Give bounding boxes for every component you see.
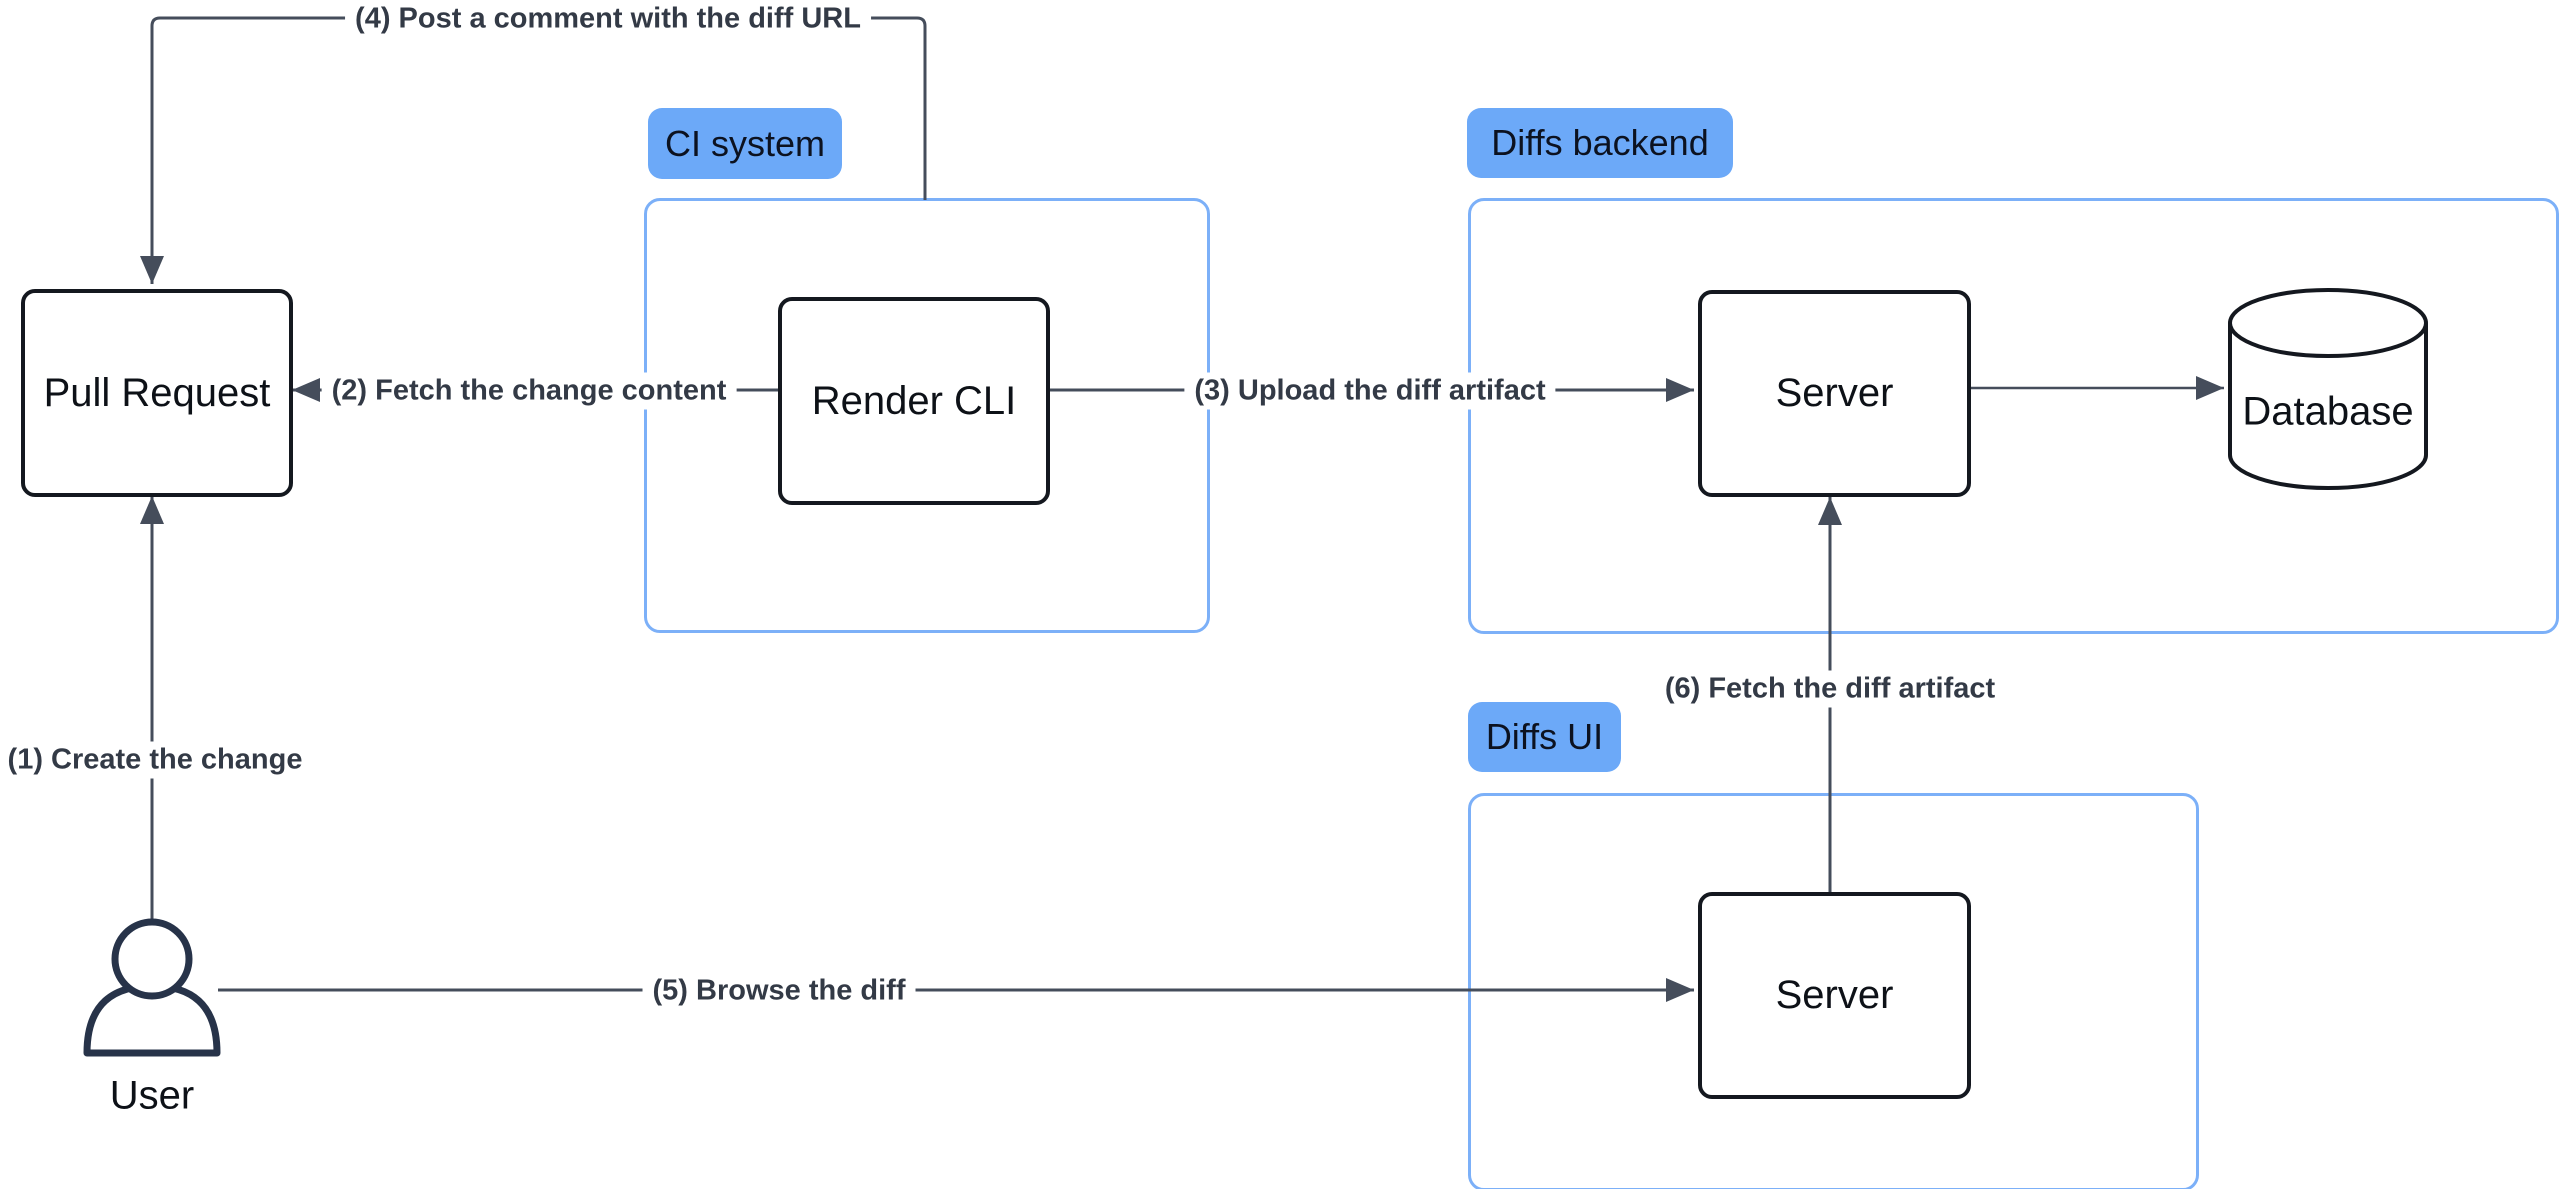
node-backend-server: Server (1698, 290, 1971, 497)
node-ui-server: Server (1698, 892, 1971, 1099)
diffs-backend-tag: Diffs backend (1467, 108, 1733, 178)
node-render-cli: Render CLI (778, 297, 1050, 505)
edge-label-fetch-change-content: (2) Fetch the change content (321, 372, 737, 410)
edge-label-upload-diff-artifact: (3) Upload the diff artifact (1184, 372, 1556, 410)
diffs-backend-container (1468, 198, 2559, 634)
database-cylinder-icon (2228, 288, 2428, 490)
ci-system-container (644, 198, 1210, 633)
database-label: Database (2242, 389, 2414, 434)
edge-label-create-change: (1) Create the change (0, 741, 313, 779)
ci-system-tag: CI system (648, 108, 842, 179)
node-pull-request: Pull Request (21, 289, 293, 497)
diffs-ui-tag: Diffs UI (1468, 702, 1621, 772)
edge-label-browse-diff: (5) Browse the diff (642, 972, 916, 1010)
edge-label-post-comment: (4) Post a comment with the diff URL (345, 0, 871, 38)
edge-label-fetch-diff-artifact: (6) Fetch the diff artifact (1654, 670, 2006, 708)
user-label: User (109, 1073, 195, 1118)
user-person-icon (83, 918, 221, 1057)
